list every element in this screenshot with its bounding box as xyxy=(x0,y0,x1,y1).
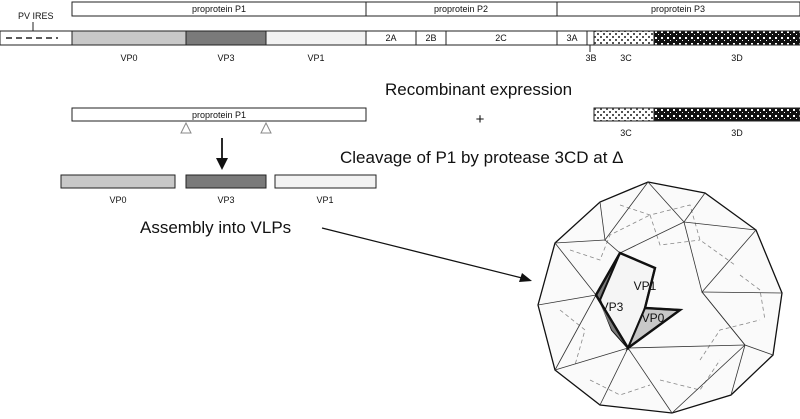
segment-vp3 xyxy=(185,30,267,46)
recombinant-expression: Recombinant expression proprotein P1 + 3… xyxy=(71,80,800,138)
proprotein-p2-label: proprotein P2 xyxy=(434,4,488,14)
vlp-capsid: VP1 VP3 VP0 xyxy=(537,181,783,414)
proprotein-p3-label: proprotein P3 xyxy=(651,4,705,14)
assembly-arrow-line xyxy=(321,227,523,279)
recombinant-p1-box xyxy=(71,107,367,122)
proprotein-p3-box xyxy=(556,1,800,17)
product-vp3-label: VP3 xyxy=(217,195,234,205)
product-vp1-box xyxy=(274,174,377,189)
segment-3b xyxy=(586,30,595,46)
segment-vp1-label: VP1 xyxy=(307,53,324,63)
segment-vp1 xyxy=(265,30,367,46)
capsid-vp1-label: VP1 xyxy=(634,279,657,293)
segment-2b-label: 2B xyxy=(425,33,436,43)
segment-vp0 xyxy=(71,30,187,46)
assembly-arrow-icon xyxy=(519,273,532,282)
recombinant-3d-label: 3D xyxy=(731,128,743,138)
down-arrow-icon xyxy=(216,158,228,170)
segment-2c-label: 2C xyxy=(495,33,507,43)
capsid-vp3-label: VP3 xyxy=(601,300,624,314)
capsid-hidden-edges xyxy=(559,204,766,396)
genome-map: proprotein P1 proprotein P2 proprotein P… xyxy=(0,1,800,63)
capsid-outline xyxy=(537,181,783,414)
ires-label: PV IRES xyxy=(18,11,54,21)
cleavage-site-marker-1 xyxy=(180,121,192,134)
recombinant-3c-label: 3C xyxy=(620,128,632,138)
capsid-edges xyxy=(537,181,783,414)
recombinant-heading: Recombinant expression xyxy=(385,80,572,99)
segment-2a-label: 2A xyxy=(385,33,396,43)
product-vp0-label: VP0 xyxy=(109,195,126,205)
cleavage-step: Cleavage of P1 by protease 3CD at Δ VP0 … xyxy=(60,138,624,205)
segment-vp3-label: VP3 xyxy=(217,53,234,63)
segment-3a-label: 3A xyxy=(566,33,577,43)
plus-sign: + xyxy=(476,111,485,128)
segment-vp0-label: VP0 xyxy=(120,53,137,63)
capsid-vp0-label: VP0 xyxy=(642,311,665,325)
segment-3d xyxy=(653,30,800,46)
product-vp1-label: VP1 xyxy=(316,195,333,205)
segment-3b-label: 3B xyxy=(585,53,596,63)
cleavage-site-marker-2 xyxy=(260,121,272,134)
recombinant-p1-label: proprotein P1 xyxy=(192,110,246,120)
assembly-heading: Assembly into VLPs xyxy=(140,218,291,237)
segment-3d-label: 3D xyxy=(731,53,743,63)
segment-3c-label: 3C xyxy=(620,53,632,63)
segment-3c xyxy=(593,30,655,46)
product-vp0-box xyxy=(60,174,176,189)
proprotein-p1-label: proprotein P1 xyxy=(192,4,246,14)
capsid-protomer-outline xyxy=(594,251,684,350)
cleavage-heading: Cleavage of P1 by protease 3CD at Δ xyxy=(340,148,624,167)
assembly-step: Assembly into VLPs xyxy=(140,218,532,282)
product-vp3-box xyxy=(185,174,267,189)
recombinant-3d-box xyxy=(653,107,800,122)
recombinant-3c-box xyxy=(593,107,655,122)
